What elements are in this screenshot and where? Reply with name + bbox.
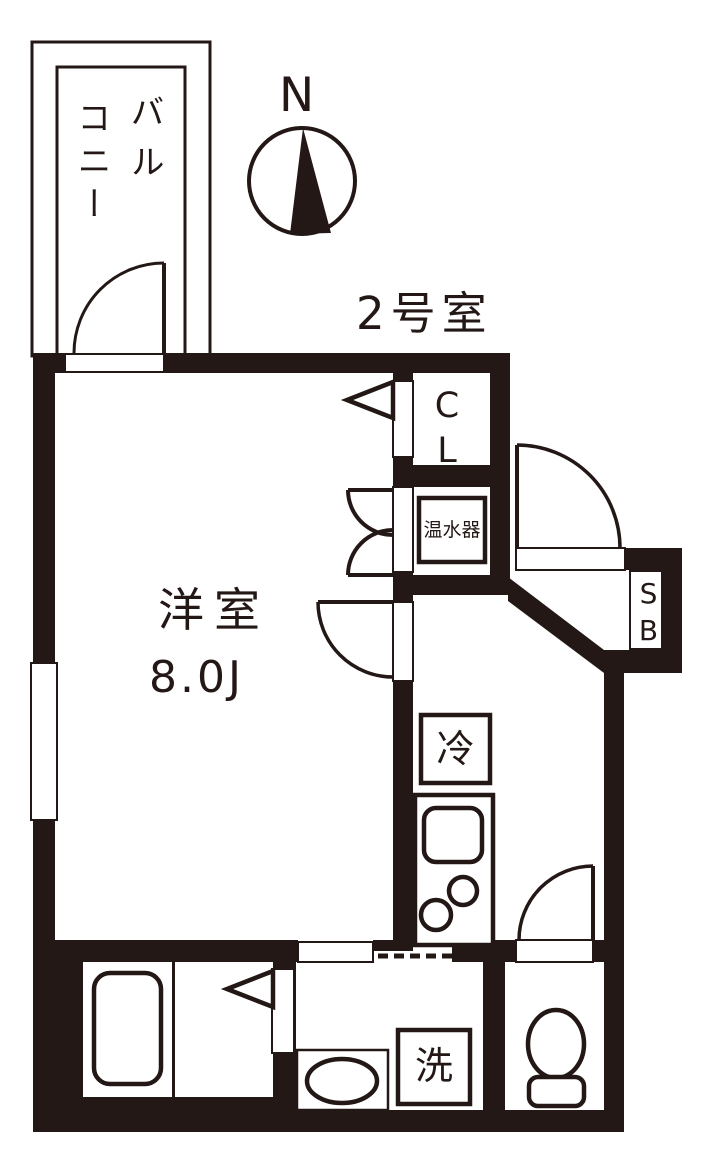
doors [72,261,622,1011]
window-left [30,662,58,821]
room-doorway [392,601,414,682]
water-heater-label: 温水器 [423,519,481,541]
toilet-tank [526,1074,587,1109]
wall-heater-bottom [393,571,413,603]
compass-needle-icon [290,128,331,234]
compass-north-label: N [279,68,315,123]
toilet-doorway [515,939,594,963]
bathroom-door-leaf [271,968,295,1054]
refrigerator-box [418,712,493,786]
shoe-box [629,570,663,650]
refrigerator-label: 冷 [436,727,475,771]
wall-diagonal [508,577,604,673]
closet-door-swing-triangle [340,378,396,422]
wall-closet-right [490,373,510,595]
shoe-box-label: SB [632,577,665,651]
heater-door-bottom-arc [346,528,394,576]
openings [30,353,663,1054]
entry-door-arc [516,443,622,549]
balcony-label-left-column: コニー [71,100,111,229]
fixtures [91,495,587,1112]
bathroom-door-swing-triangle [220,967,276,1011]
toilet-door-arc [517,864,594,941]
closet-door-leaf [392,380,414,458]
water-heater-box [416,495,488,565]
wall-cl-top [393,373,413,382]
washing-machine-box [395,1027,473,1107]
compass [247,126,357,236]
wall-toilet-north [593,940,604,962]
wall-bottom [33,1110,624,1132]
wall-stub [373,940,413,951]
entry-doorway [515,547,626,571]
washing-machine-label: 洗 [414,1044,453,1088]
main-room-size-label: 8.0J [149,652,244,703]
bathtub [91,970,164,1087]
balcony-doorway [64,353,165,373]
heater-doorway [392,486,414,573]
toilet-bowl [525,1007,587,1081]
closet-label: CL [427,386,467,476]
wall-entry-corner [625,548,682,570]
wall-right-upper [662,548,682,673]
balcony-outer-rail [30,40,212,358]
unit-number-label: 2号室 [356,287,493,340]
washbasin [304,1056,380,1106]
compass-circle-icon [247,126,357,236]
room-door-arc [316,601,394,679]
washroom-doorway [297,941,374,963]
main-room-name-label: 洋室 [158,583,270,637]
wall-room-east-lower [393,681,413,951]
wall-below-heater [413,575,510,595]
stove-burner-2 [418,897,454,933]
wall-cl-bottom [393,457,413,488]
wall-washroom-toilet [483,962,505,1110]
wall-cl-heater-divider [413,465,490,487]
heater-door-top-arc [346,489,394,537]
balcony-label-right-column: バル [124,94,164,194]
wall-right-lower [604,650,624,1132]
balcony [30,40,212,358]
kitchen-sink [421,805,485,865]
stove-burner-1 [446,874,480,908]
balcony-door-arc [72,261,165,354]
wall-room-south [33,940,298,962]
